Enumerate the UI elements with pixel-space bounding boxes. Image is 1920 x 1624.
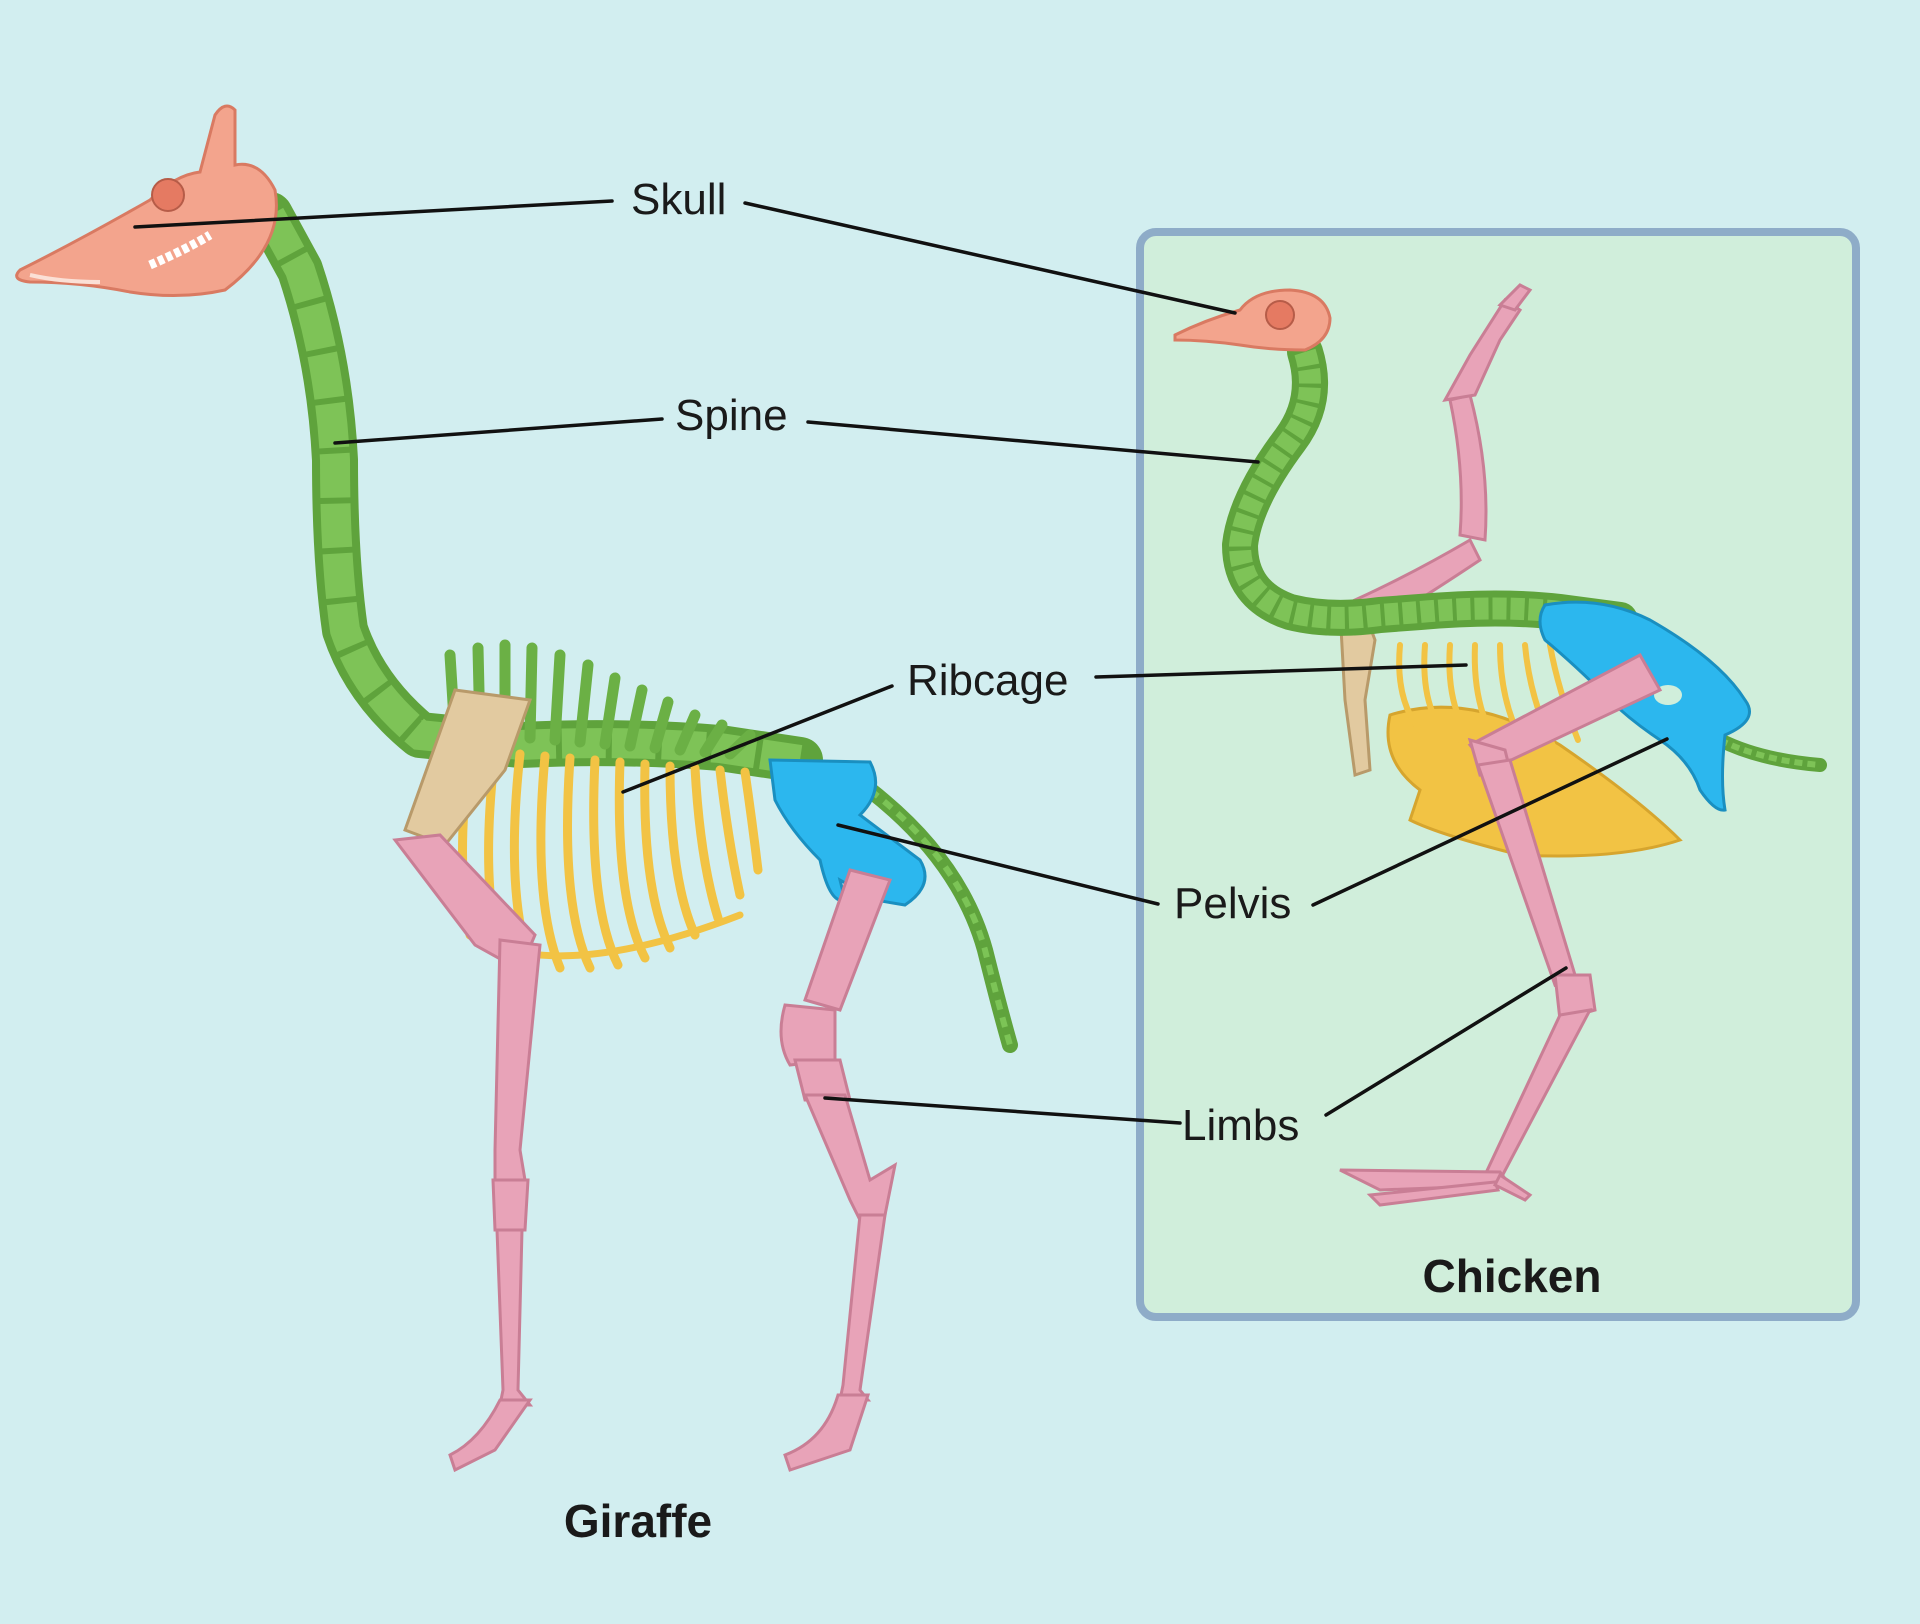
giraffe-ribcage: [458, 745, 763, 973]
label-ribcage: Ribcage: [907, 656, 1068, 705]
ribcage-leader-giraffe: [621, 684, 894, 794]
pelvis-leader-giraffe: [836, 823, 1160, 906]
ribcage-leader-chicken: [1094, 663, 1468, 679]
chicken-skull: [1173, 288, 1332, 352]
giraffe-skull: [15, 104, 278, 298]
skull-leader-chicken: [743, 201, 1237, 315]
label-limbs: Limbs: [1182, 1101, 1299, 1150]
label-pelvis: Pelvis: [1174, 879, 1291, 928]
leader-lines: [133, 199, 1669, 1125]
giraffe-scapula: [403, 688, 533, 847]
chicken-pelvis: [1538, 600, 1751, 812]
giraffe-hind-leg: [779, 868, 898, 1472]
label-spine: Spine: [675, 391, 788, 440]
giraffe-tail: [862, 782, 1018, 1053]
title-chicken: Chicken: [1423, 1250, 1602, 1302]
limbs-leader-giraffe: [823, 1096, 1182, 1125]
limbs-leader-chicken: [1324, 966, 1568, 1117]
title-giraffe: Giraffe: [564, 1495, 712, 1547]
spine-leader-giraffe: [333, 417, 664, 445]
label-skull: Skull: [631, 175, 726, 224]
spine-leader-chicken: [806, 420, 1260, 464]
chicken-ribcage: [1396, 642, 1581, 783]
giraffe-front-leg: [392, 833, 542, 1473]
giraffe-skeleton: [15, 104, 1018, 1473]
skull-leader-giraffe: [133, 199, 614, 229]
pelvis-leader-chicken: [1311, 737, 1669, 907]
